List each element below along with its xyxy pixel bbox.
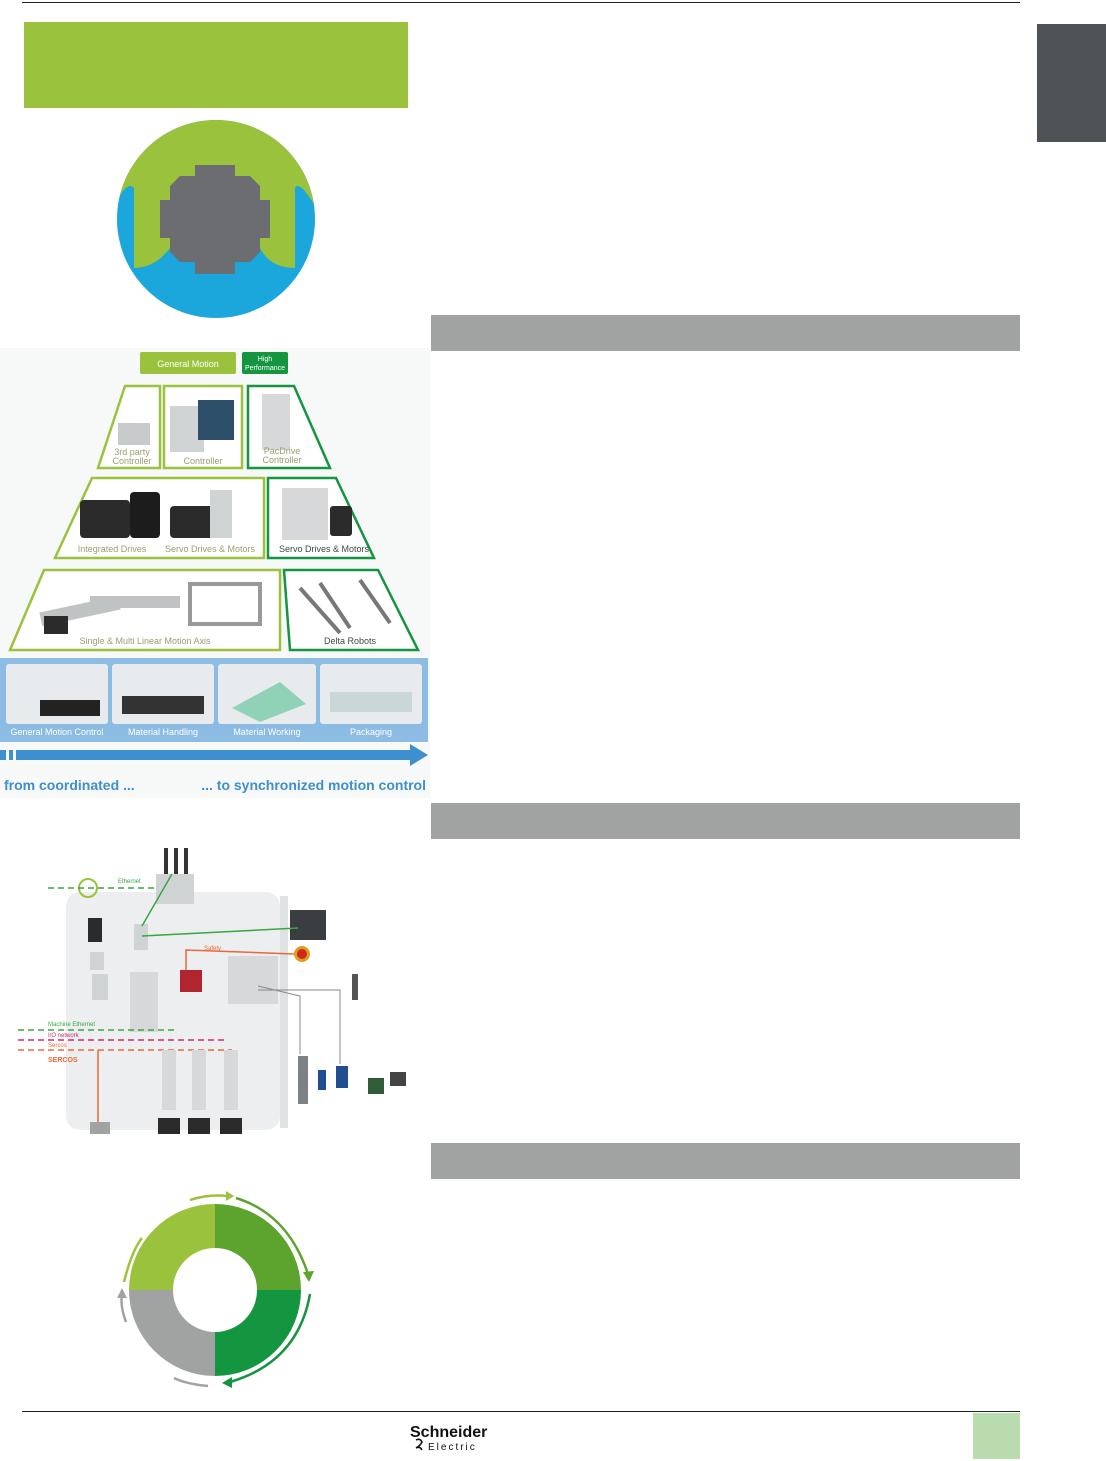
- chapter-tab: [1037, 24, 1106, 142]
- svg-text:Safety: Safety: [204, 946, 221, 952]
- schneider-electric-logo: Schneider Electric: [410, 1424, 487, 1453]
- arrow-icon: [189, 1194, 229, 1202]
- motion-pyramid: General Motion High Performance 3rd part…: [0, 348, 430, 798]
- arrow-label-left: from coordinated ...: [4, 777, 135, 793]
- tier3-delta-box: [282, 568, 421, 652]
- arrow-label-right: ... to synchronized motion control: [201, 777, 426, 793]
- svg-text:Servo Drives & Motors: Servo Drives & Motors: [165, 544, 256, 554]
- logo-mark-icon: [415, 1438, 423, 1451]
- svg-text:Material Handling: Material Handling: [128, 727, 198, 737]
- page-number-box: [973, 1413, 1020, 1459]
- network-architecture-diagram: Ethernet Safety Machine Ethernet I/O net…: [18, 848, 406, 1134]
- section-bar-3: [431, 1143, 1020, 1179]
- svg-text:Integrated Drives: Integrated Drives: [78, 544, 147, 554]
- ring-segment-bottom-right: [215, 1290, 301, 1376]
- header-performance: Performance: [245, 365, 285, 372]
- app-packaging: Packaging: [320, 664, 422, 737]
- svg-text:SERCOS: SERCOS: [48, 1057, 78, 1064]
- app-material-working: Material Working: [218, 664, 316, 737]
- svg-text:Ethernet: Ethernet: [118, 879, 141, 885]
- svg-text:Controller: Controller: [262, 455, 301, 465]
- svg-text:PacDrive: PacDrive: [264, 446, 301, 456]
- svg-text:Sercos: Sercos: [48, 1043, 67, 1049]
- tier3-linear-box: [8, 568, 282, 652]
- svg-text:I/O network: I/O network: [48, 1033, 80, 1039]
- svg-text:Servo Drives & Motors: Servo Drives & Motors: [279, 544, 370, 554]
- section-bar-1: [431, 315, 1020, 351]
- svg-text:Material Working: Material Working: [233, 727, 300, 737]
- logo-sub-text: Electric: [428, 1442, 477, 1453]
- svg-text:Packaging: Packaging: [350, 727, 392, 737]
- ring-segment-top-left: [129, 1204, 215, 1290]
- logo-main-text: Schneider: [410, 1424, 487, 1441]
- svg-text:Controller: Controller: [183, 456, 222, 466]
- app-material-handling: Material Handling: [112, 664, 214, 737]
- top-rule: [22, 2, 1020, 3]
- svg-text:Single & Multi Linear Motion A: Single & Multi Linear Motion Axis: [79, 636, 211, 646]
- app-general-motion-control: General Motion Control: [6, 664, 108, 737]
- ring-segment-top-right: [215, 1204, 301, 1290]
- cycle-ring-diagram: [117, 1191, 314, 1388]
- header-high: High: [258, 356, 273, 363]
- gear-ring-diagram: [117, 120, 315, 318]
- bottom-rule: [22, 1411, 1020, 1412]
- svg-text:Machine Ethernet: Machine Ethernet: [48, 1022, 95, 1028]
- section-bar-2: [431, 803, 1020, 839]
- svg-text:Controller: Controller: [112, 456, 151, 466]
- title-banner: [24, 22, 408, 108]
- svg-text:3rd party: 3rd party: [114, 447, 150, 457]
- gear-icon: [160, 165, 270, 274]
- svg-text:General Motion Control: General Motion Control: [10, 727, 103, 737]
- header-general-motion: General Motion: [157, 359, 219, 369]
- svg-text:Delta Robots: Delta Robots: [324, 636, 377, 646]
- ring-segment-bottom-left: [129, 1290, 215, 1376]
